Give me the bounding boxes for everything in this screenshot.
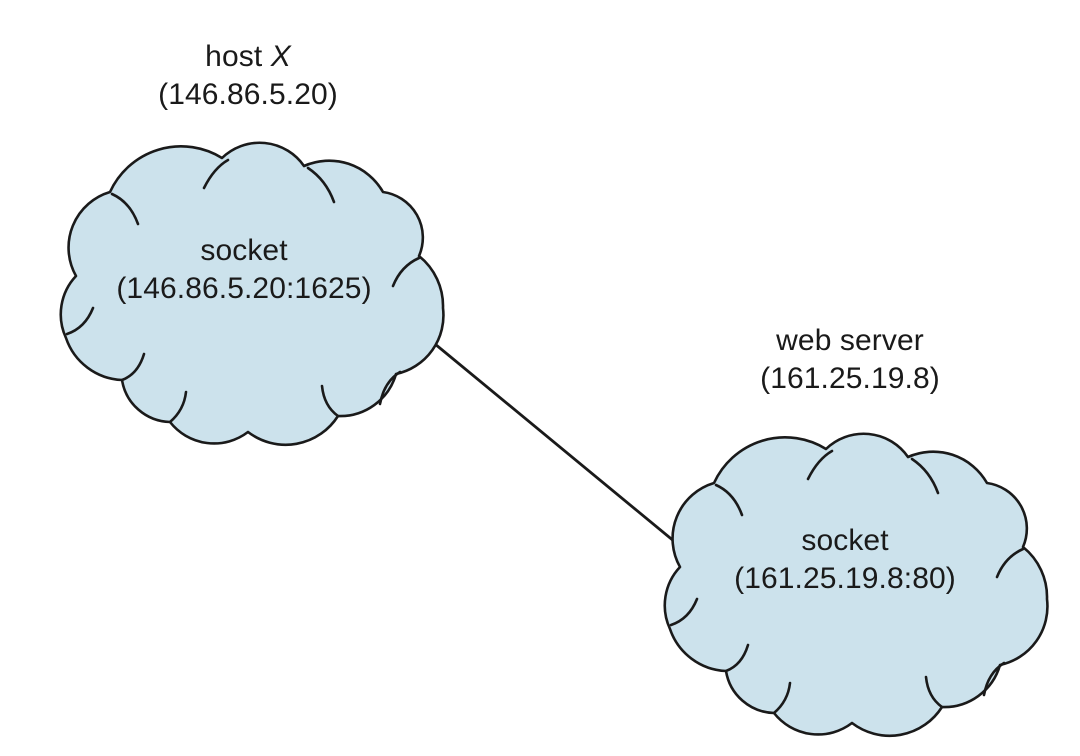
connection-line xyxy=(417,328,693,558)
host-x-socket-title: socket xyxy=(200,234,288,267)
web-server-caption-prefix: web server xyxy=(776,324,924,357)
web-server-socket-title: socket xyxy=(801,524,889,557)
web-server-socket-address: (161.25.19.8:80) xyxy=(734,562,956,596)
web-server-socket-label: socket (161.25.19.8:80) xyxy=(648,522,1042,599)
web-server-caption-line1: web server xyxy=(660,322,1040,360)
host-x-caption: host X (146.86.5.20) xyxy=(58,38,438,115)
host-x-socket-address: (146.86.5.20:1625) xyxy=(116,272,372,306)
host-x-caption-line1: host X xyxy=(58,38,438,76)
host-x-caption-prefix: host xyxy=(205,40,271,73)
host-x-caption-italic: X xyxy=(270,40,291,73)
web-server-caption-line2: (161.25.19.8) xyxy=(760,362,940,396)
host-x-caption-line2: (146.86.5.20) xyxy=(158,78,338,112)
web-server-caption: web server (161.25.19.8) xyxy=(660,322,1040,399)
host-x-socket-label: socket (146.86.5.20:1625) xyxy=(44,232,444,309)
